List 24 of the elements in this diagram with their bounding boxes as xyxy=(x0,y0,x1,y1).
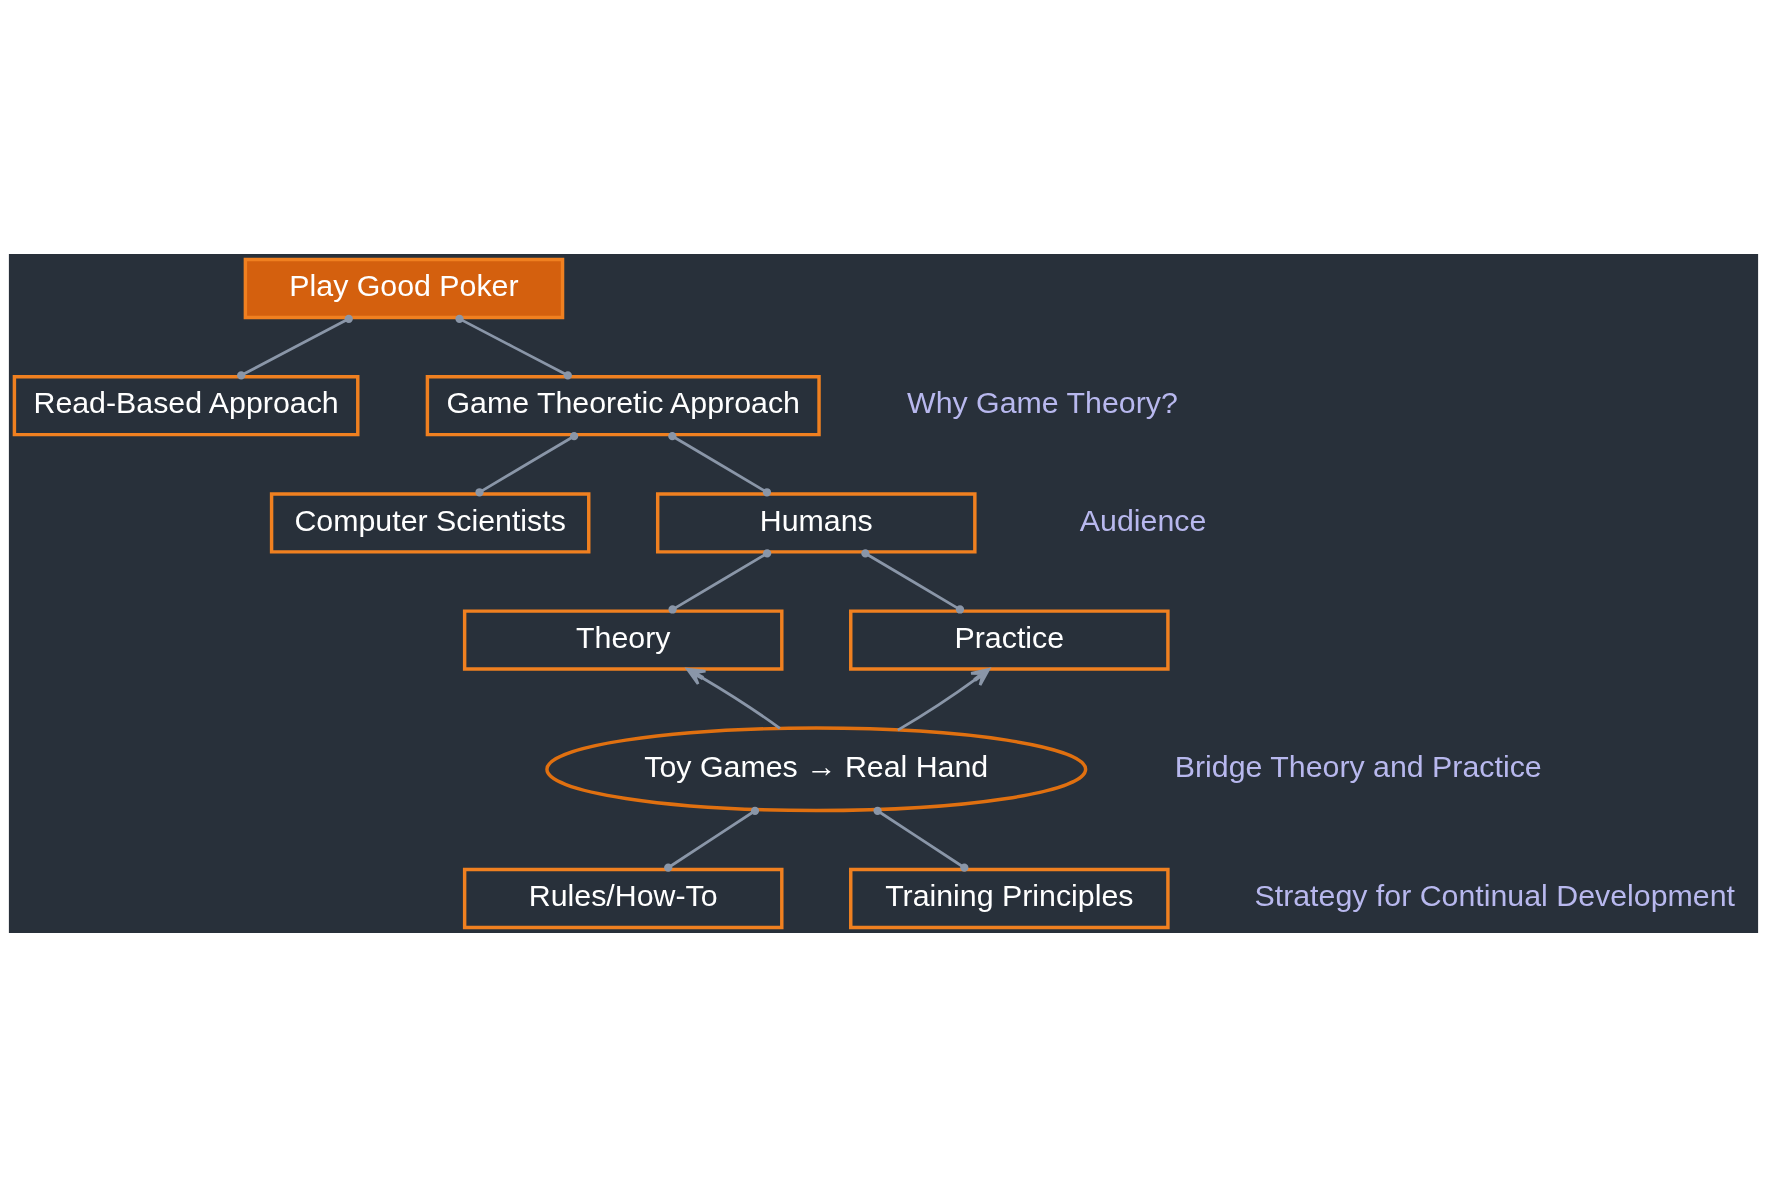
node-box: Practice xyxy=(849,608,1170,671)
label: Strategy for Continual Development xyxy=(1254,878,1735,912)
node-box: Game Theoretic Approach xyxy=(425,374,821,436)
connector xyxy=(873,806,969,872)
node-box: Read-Based Approach xyxy=(12,374,360,436)
node-ellipse: Toy Games → Real Hand xyxy=(545,725,1088,812)
arrow xyxy=(897,667,991,731)
connector xyxy=(668,548,772,614)
connector xyxy=(664,806,760,872)
connector xyxy=(475,431,579,496)
arrow xyxy=(686,667,781,729)
connector xyxy=(668,431,772,496)
connector xyxy=(455,314,572,380)
connector xyxy=(237,314,353,379)
label: Why Game Theory? xyxy=(907,385,1178,419)
node-box: Rules/How-To xyxy=(462,867,784,929)
node-box: Theory xyxy=(462,608,784,671)
connector xyxy=(861,548,965,614)
node-box: Humans xyxy=(655,491,977,554)
node-box: Computer Scientists xyxy=(269,491,591,554)
label: Bridge Theory and Practice xyxy=(1174,749,1542,783)
node-box: Play Good Poker xyxy=(243,257,565,319)
node-box: Training Principles xyxy=(849,867,1170,929)
label: Audience xyxy=(1079,503,1207,537)
